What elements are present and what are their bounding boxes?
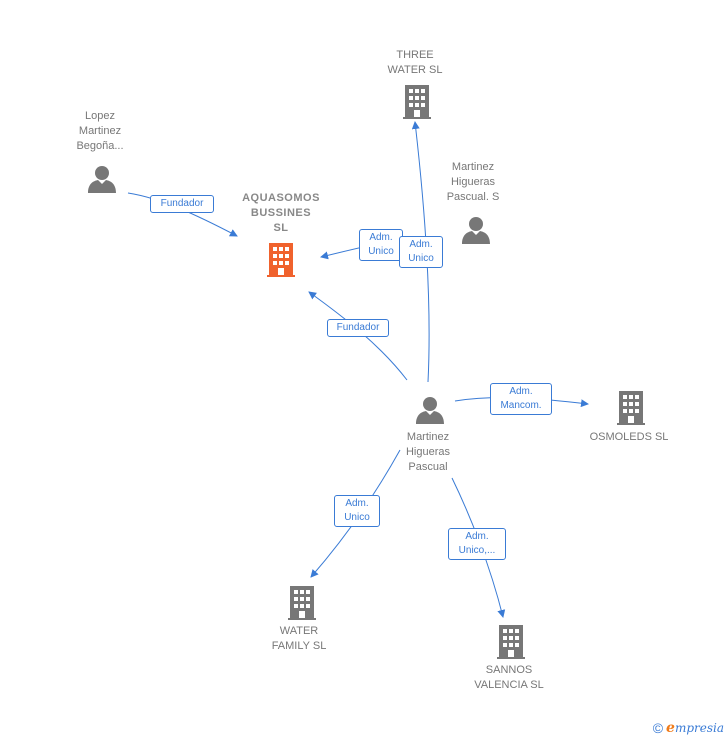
node-label-martinez-s[interactable]: Martinez Higueras Pascual. S xyxy=(446,161,500,203)
person-icon[interactable] xyxy=(416,397,444,424)
edge-label-main-aquasomos: Fundador xyxy=(327,319,389,337)
brand-logo: empresia xyxy=(666,720,724,736)
footer-brand: © empresia xyxy=(653,720,724,736)
person-icon[interactable] xyxy=(88,166,116,193)
edge-label-martinezs-aquasomos: Adm. Unico xyxy=(359,229,403,261)
node-label-water-family[interactable]: WATER FAMILY SL xyxy=(271,625,327,652)
edge-label-main-sannos: Adm. Unico,... xyxy=(448,528,506,560)
node-label-martinez-main[interactable]: Martinez Higueras Pascual xyxy=(405,431,451,473)
building-icon[interactable] xyxy=(403,85,431,119)
node-label-sannos[interactable]: SANNOS VALENCIA SL xyxy=(474,664,544,691)
copyright-icon: © xyxy=(652,720,664,736)
edge-label-main-water-family: Adm. Unico xyxy=(334,495,380,527)
edge-label-main-three-water: Adm. Unico xyxy=(399,236,443,268)
edge-label-main-osmoleds: Adm. Mancom. xyxy=(490,383,552,415)
building-icon[interactable] xyxy=(617,391,645,425)
node-label-lopez[interactable]: Lopez Martinez Begoña... xyxy=(76,110,124,152)
building-icon[interactable] xyxy=(497,625,525,659)
building-icon[interactable] xyxy=(267,243,295,277)
node-label-three-water[interactable]: THREE WATER SL xyxy=(387,49,443,76)
person-icon[interactable] xyxy=(462,217,490,244)
building-icon[interactable] xyxy=(288,586,316,620)
node-label-osmoleds[interactable]: OSMOLEDS SL xyxy=(589,431,669,443)
node-label-aquasomos[interactable]: AQUASOMOS BUSSINES SL xyxy=(242,192,320,234)
edge-label-lopez-aquasomos: Fundador xyxy=(150,195,214,213)
